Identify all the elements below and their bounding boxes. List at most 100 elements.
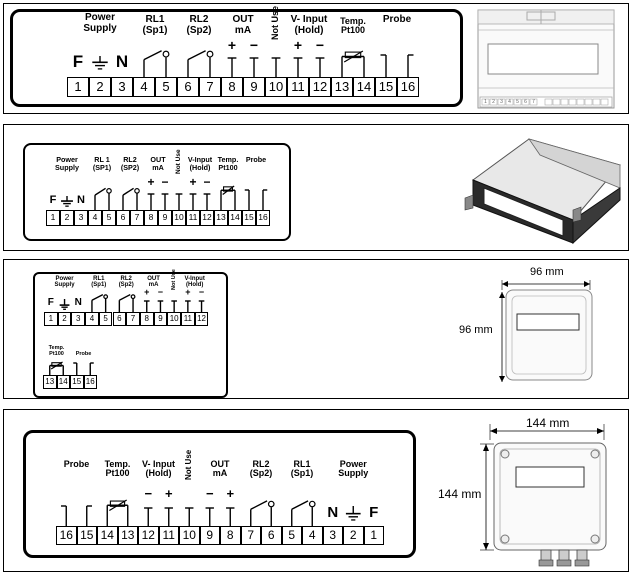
v-input-label: V- Input (Hold) [290, 14, 328, 36]
rl2-label: RL2 (Sp2) [249, 459, 273, 479]
power-supply-label: Power Supply [83, 12, 117, 34]
terminal-box: 5 [281, 526, 302, 545]
terminal-box: 13 [117, 526, 138, 545]
symbol-minus: − [203, 175, 211, 189]
relay-contact-circle [206, 50, 214, 58]
strip-terminal-number: 1 [484, 99, 487, 105]
terminal-box: 6 [177, 77, 199, 97]
terminal-box: 7 [240, 526, 261, 545]
pt100-element [51, 362, 62, 367]
terminal-box: 3 [74, 210, 88, 226]
v-input-label: V-Input (Hold) [184, 276, 205, 289]
terminal-box: 13 [331, 77, 353, 97]
terminal-box: 13 [214, 210, 228, 226]
terminal-box: 14 [228, 210, 242, 226]
probe-label: Probe [75, 351, 92, 357]
pt100-element [344, 51, 362, 59]
symbol-N: N [77, 194, 85, 206]
terminal-box: 8 [139, 312, 154, 326]
terminal-box: 1 [46, 210, 60, 226]
panel-terminal-diagram-3 [33, 272, 228, 398]
relay-contact-circle [308, 500, 316, 508]
terminal-box: 8 [221, 77, 243, 97]
relay-contact-circle [162, 50, 170, 58]
temp-label: Temp. Pt100 [48, 345, 65, 357]
out-ma-label: OUT mA [210, 459, 230, 479]
terminal-box: 1 [363, 526, 384, 545]
terminal-box: 10 [167, 312, 181, 326]
out-ma-label: OUT mA [232, 14, 254, 36]
symbol-plus: + [293, 37, 303, 53]
terminal-box: 5 [102, 210, 116, 226]
terminal-box: 12 [194, 312, 209, 326]
terminal-box: 5 [155, 77, 177, 97]
symbol-minus: − [161, 175, 169, 189]
probe-label: Probe [63, 459, 90, 469]
terminal-box: 4 [133, 77, 155, 97]
terminal-box: 3 [71, 312, 86, 326]
symbol-plus: + [164, 486, 173, 501]
terminal-box: 12 [309, 77, 331, 97]
terminal-box: 6 [261, 526, 282, 545]
symbol-plus: + [144, 287, 150, 297]
terminal-box: 9 [243, 77, 265, 97]
pt100-element [223, 186, 234, 192]
terminal-box: 8 [220, 526, 241, 545]
terminal-box: 13 [43, 375, 57, 389]
relay-contact-circle [106, 188, 112, 194]
terminal-box: 2 [89, 77, 111, 97]
pt100-element [109, 500, 126, 507]
wire-line [187, 50, 206, 61]
symbol-N: N [115, 52, 129, 71]
terminal-box: 7 [126, 312, 140, 326]
terminal-box: 4 [302, 526, 323, 545]
terminal-box: 14 [56, 375, 70, 389]
symbol-minus: − [157, 287, 164, 297]
strip-terminal-number: 6 [524, 99, 527, 105]
relay-contact-circle [267, 500, 275, 508]
probe-label: Probe [382, 14, 412, 25]
symbol-plus: + [147, 175, 155, 189]
symbol-plus: + [189, 175, 197, 189]
terminal-box: 7 [130, 210, 144, 226]
rl2-label: RL2 (Sp2) [118, 276, 134, 289]
strip-terminal-number: 5 [516, 99, 519, 105]
wire-line [91, 293, 104, 301]
terminal-box: 4 [85, 312, 99, 326]
symbol-N: N [327, 504, 339, 521]
relay-contact-circle [134, 188, 140, 194]
terminal-box: 16 [83, 375, 97, 389]
wire-line [291, 500, 309, 510]
rl1-label: RL1 (Sp1) [290, 459, 314, 479]
wire-line [122, 187, 134, 196]
terminal-box: 9 [153, 312, 168, 326]
width-dimension-96: 96 mm [530, 266, 564, 278]
terminal-box: 15 [70, 375, 84, 389]
wire-line [119, 293, 131, 301]
symbol-F: F [72, 52, 84, 71]
out-ma-label: OUT mA [150, 155, 166, 172]
terminal-box: 6 [116, 210, 130, 226]
wire-line [143, 50, 162, 61]
symbol-F: F [47, 297, 54, 308]
temp-label: Temp. Pt100 [340, 16, 366, 36]
symbol-minus: − [315, 37, 325, 53]
temp-label: Temp. Pt100 [217, 155, 239, 172]
power-supply-label: Power Supply [338, 459, 369, 479]
rl2-label: RL2 (SP2) [120, 155, 140, 172]
terminal-box: 6 [112, 312, 127, 326]
terminal-box: 15 [375, 77, 397, 97]
terminal-box: 14 [353, 77, 375, 97]
terminal-box: 11 [158, 526, 179, 545]
height-dimension-96: 96 mm [459, 324, 493, 336]
temp-label: Temp. Pt100 [104, 459, 131, 479]
symbol-plus: + [185, 287, 191, 297]
wire-line [343, 50, 364, 63]
terminal-box: 12 [200, 210, 214, 226]
relay-contact-circle [103, 294, 109, 300]
symbol-minus: − [249, 37, 259, 53]
